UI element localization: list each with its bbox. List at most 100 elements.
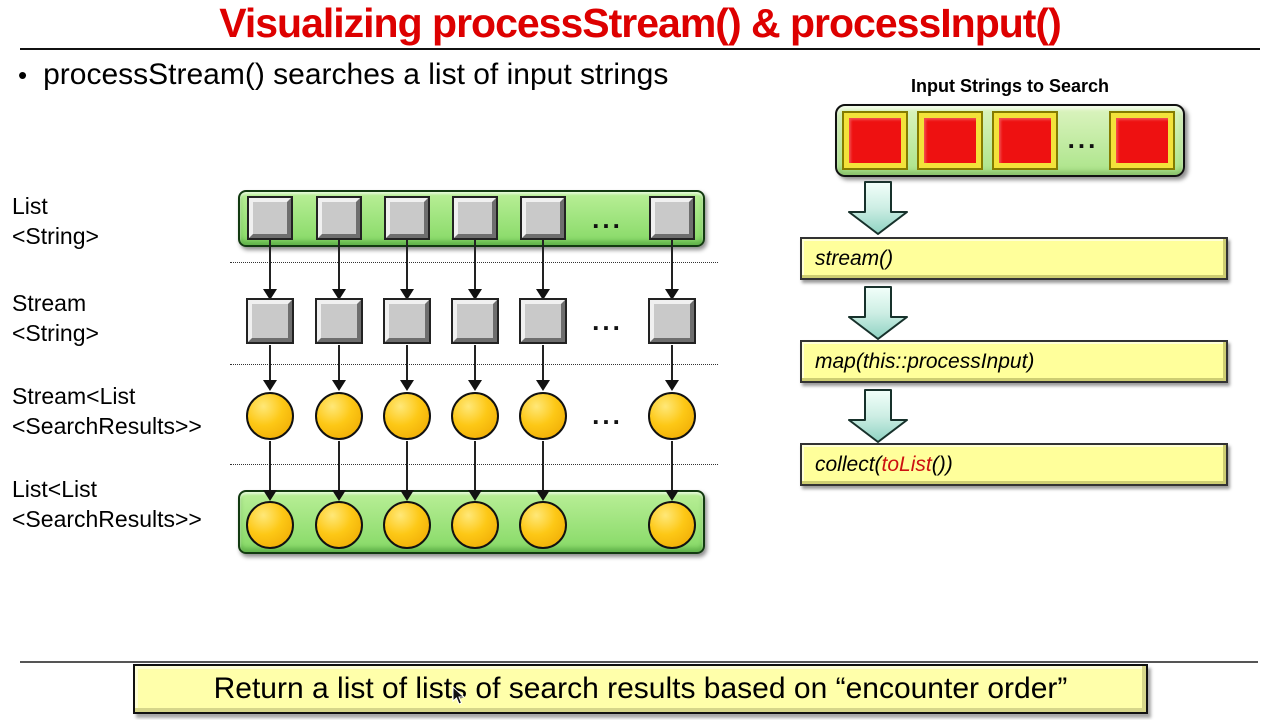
label-line: <String> — [12, 320, 99, 346]
ellipsis-stream-row: ... — [592, 306, 623, 336]
flow-connector — [474, 240, 476, 290]
list-string-cell — [384, 196, 430, 240]
mouse-cursor-icon — [452, 686, 466, 705]
arrowhead-icon — [332, 490, 346, 501]
step-map: map(this::processInput) — [800, 340, 1228, 383]
ellipsis-input-bar: ... — [1067, 124, 1099, 154]
flow-connector — [406, 441, 408, 492]
flow-connector — [671, 441, 673, 492]
label-list-string: List <String> — [12, 191, 99, 251]
step-text: collect( — [815, 452, 882, 476]
flow-connector — [338, 240, 340, 290]
list-string-cell — [520, 196, 566, 240]
stream-string-cell — [648, 298, 696, 344]
label-list-list-searchresults: List<List <SearchResults>> — [12, 474, 202, 534]
list-string-cell — [316, 196, 362, 240]
flow-connector — [269, 441, 271, 492]
input-string-cell — [917, 111, 983, 170]
step-text: ()) — [931, 452, 953, 476]
arrowhead-icon — [468, 490, 482, 501]
title-divider — [20, 48, 1260, 50]
arrowhead-icon — [332, 289, 346, 300]
result-list-circle — [315, 501, 363, 549]
arrowhead-icon — [536, 289, 550, 300]
search-results-circle — [648, 392, 696, 440]
down-arrow-icon — [848, 286, 908, 340]
bottom-divider — [20, 661, 1258, 663]
label-line: <SearchResults>> — [12, 413, 202, 439]
arrowhead-icon — [665, 380, 679, 391]
search-results-circle — [519, 392, 567, 440]
ellipsis-list-row: ... — [592, 204, 623, 234]
label-stream-list-searchresults: Stream<List <SearchResults>> — [12, 381, 202, 441]
arrowhead-icon — [400, 490, 414, 501]
label-line: Stream<List — [12, 383, 136, 409]
flow-connector — [542, 441, 544, 492]
arrowhead-icon — [400, 380, 414, 391]
input-string-cell — [1109, 111, 1175, 170]
result-list-circle — [519, 501, 567, 549]
result-list-circle — [648, 501, 696, 549]
label-line: List — [12, 193, 48, 219]
stream-string-cell — [383, 298, 431, 344]
flow-connector — [269, 345, 271, 382]
summary-banner-text: Return a list of lists of search results… — [213, 672, 1068, 705]
flow-connector — [542, 345, 544, 382]
search-results-circle — [383, 392, 431, 440]
list-string-cell — [649, 196, 695, 240]
stream-string-cell — [315, 298, 363, 344]
summary-banner: Return a list of lists of search results… — [133, 664, 1148, 714]
flow-connector — [338, 441, 340, 492]
flow-connector — [406, 240, 408, 290]
input-string-cell — [992, 111, 1058, 170]
label-line: <SearchResults>> — [12, 506, 202, 532]
flow-connector — [406, 345, 408, 382]
step-collect: collect(toList()) — [800, 443, 1228, 486]
result-list-circle — [383, 501, 431, 549]
flow-connector — [269, 240, 271, 290]
arrowhead-icon — [263, 289, 277, 300]
result-list-circle — [451, 501, 499, 549]
arrowhead-icon — [665, 289, 679, 300]
arrowhead-icon — [468, 380, 482, 391]
search-results-circle — [451, 392, 499, 440]
label-line: List<List — [12, 476, 98, 502]
bullet-line: • processStream() searches a list of inp… — [18, 58, 668, 92]
bullet-icon: • — [18, 60, 28, 90]
down-arrow-icon — [848, 181, 908, 235]
page-title: Visualizing processStream() & processInp… — [219, 0, 1062, 46]
search-results-circle — [315, 392, 363, 440]
step-text: stream() — [815, 246, 894, 270]
input-strings-heading: Input Strings to Search — [910, 76, 1110, 96]
label-line: <String> — [12, 223, 99, 249]
arrowhead-icon — [665, 490, 679, 501]
list-string-cell — [452, 196, 498, 240]
search-results-circle — [246, 392, 294, 440]
arrowhead-icon — [400, 289, 414, 300]
arrowhead-icon — [263, 490, 277, 501]
flow-connector — [474, 441, 476, 492]
stream-string-cell — [246, 298, 294, 344]
arrowhead-icon — [263, 380, 277, 391]
arrowhead-icon — [332, 380, 346, 391]
list-string-cell — [247, 196, 293, 240]
arrowhead-icon — [536, 380, 550, 391]
flow-connector — [542, 240, 544, 290]
step-text: map(this::processInput) — [815, 349, 1035, 373]
flow-connector — [338, 345, 340, 382]
flow-connector — [671, 345, 673, 382]
label-stream-string: Stream <String> — [12, 288, 99, 348]
arrowhead-icon — [468, 289, 482, 300]
bullet-text: processStream() searches a list of input… — [43, 58, 669, 91]
label-line: Stream — [12, 290, 87, 316]
down-arrow-icon — [848, 389, 908, 443]
stream-string-cell — [519, 298, 567, 344]
result-list-circle — [246, 501, 294, 549]
stream-string-cell — [451, 298, 499, 344]
flow-connector — [671, 240, 673, 290]
arrowhead-icon — [536, 490, 550, 501]
input-string-cell — [842, 111, 908, 170]
step-text-red: toList — [881, 452, 932, 476]
step-stream: stream() — [800, 237, 1228, 280]
